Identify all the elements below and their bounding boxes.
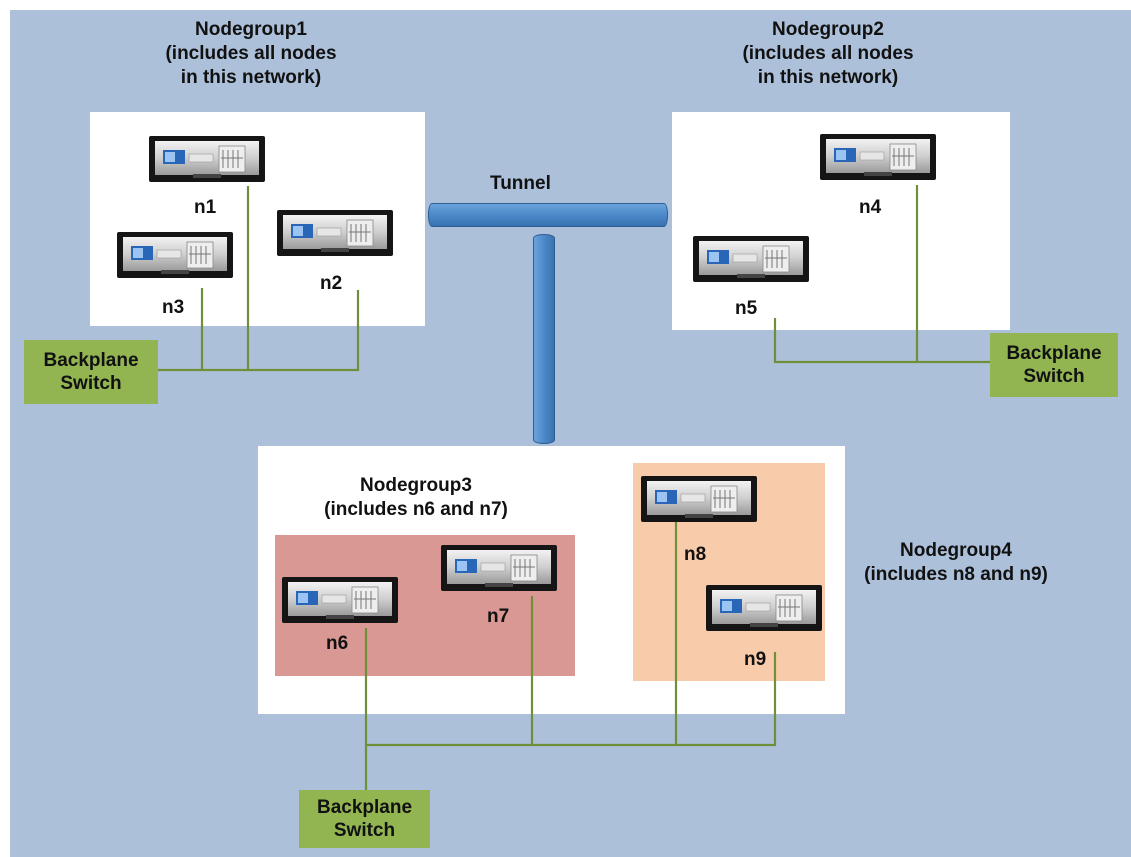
node-label-n1: n1 — [194, 197, 217, 218]
switch-label-line1: Backplane — [43, 350, 139, 371]
switch-label-line1: Backplane — [1006, 343, 1102, 364]
appliance-server-icon[interactable] — [149, 136, 265, 182]
node-label-n6: n6 — [326, 633, 349, 654]
node-label-n8: n8 — [684, 544, 707, 565]
switch-label-line1: Backplane — [316, 797, 413, 818]
backplane-switch-left[interactable]: Backplane Switch — [24, 340, 158, 404]
switch-label-line2: Switch — [1023, 366, 1085, 387]
backplane-switch-right[interactable]: Backplane Switch — [990, 333, 1118, 397]
appliance-server-icon[interactable] — [117, 232, 233, 278]
appliance-server-icon[interactable] — [282, 577, 398, 623]
wire-left-bus — [158, 290, 360, 372]
backplane-switch-bottom[interactable]: Backplane Switch — [299, 790, 430, 848]
wire-bottom-bus — [366, 652, 777, 747]
appliance-server-icon[interactable] — [441, 545, 557, 591]
wire-right-bus — [773, 318, 990, 364]
node-label-n3: n3 — [162, 297, 185, 318]
tunnel-vertical — [533, 234, 555, 444]
appliance-server-icon[interactable] — [820, 134, 936, 180]
node-label-n4: n4 — [859, 197, 882, 218]
tunnel-horizontal — [428, 203, 668, 227]
node-label-n9: n9 — [744, 649, 767, 670]
appliance-server-icon[interactable] — [706, 585, 822, 631]
appliance-server-icon[interactable] — [277, 210, 393, 256]
node-label-n5: n5 — [735, 298, 758, 319]
node-label-n7: n7 — [487, 606, 510, 627]
switch-label-line2: Switch — [60, 373, 122, 394]
appliance-server-icon[interactable] — [693, 236, 809, 282]
appliance-server-icon[interactable] — [641, 476, 757, 522]
node-label-n2: n2 — [320, 273, 343, 294]
nodegroup4-title: Nodegroup4(includes n8 and n9) — [864, 540, 1048, 585]
tunnel-label: Tunnel — [490, 173, 551, 194]
nodegroup3-title: Nodegroup3(includes n6 and n7) — [324, 475, 508, 520]
switch-label-line2: Switch — [333, 820, 396, 841]
